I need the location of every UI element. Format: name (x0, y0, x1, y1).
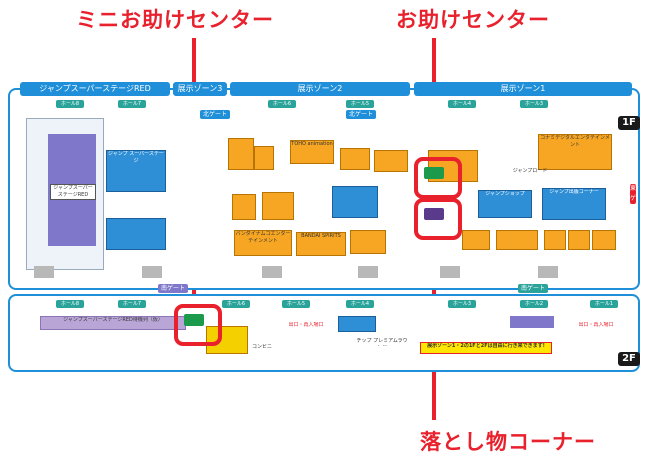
zone-bar-2: 展示ゾーン2 (230, 82, 410, 96)
free-access-notice: 展示ゾーン1・2の1Fと2Fは自由に行き来できます! (420, 342, 552, 354)
shueisha-booth: ジャンプ出版コーナー (542, 188, 606, 220)
stage-red-queue: ジャンプスーパーステージRED待機列（仮） (40, 316, 186, 330)
jump-road-label: ジャンプロード (512, 168, 548, 174)
service-block (34, 266, 54, 278)
blue-booth (332, 186, 378, 218)
hall-label: ホール6 (268, 100, 296, 108)
hall-label: ホール1 (590, 300, 618, 308)
service-block (262, 266, 282, 278)
booth-block (592, 230, 616, 250)
booth-block (496, 230, 538, 250)
premium-lounge: チップ プレミアムラウンジ (356, 338, 408, 346)
booth-block (350, 230, 386, 254)
purple-block-2f (510, 316, 554, 328)
hall-label: ホール5 (282, 300, 310, 308)
stage-red-booth: ジャンプスーパーステージRED (50, 184, 96, 200)
exit-reentry-1: 出口・再入場口 (288, 322, 324, 328)
hall-label: ホール4 (448, 100, 476, 108)
zone-bar-3: 展示ゾーン3 (173, 82, 227, 96)
hall-label: ホール6 (222, 300, 250, 308)
toho-animation-booth: TOHO animation (290, 140, 334, 164)
service-block (142, 266, 162, 278)
booth-block (262, 192, 294, 220)
service-block (358, 266, 378, 278)
exit-reentry-2: 出口・再入場口 (578, 322, 614, 328)
zone-bar-1: 展示ゾーン1 (414, 82, 632, 96)
booth-block (544, 230, 566, 250)
hall-label: ホール2 (520, 300, 548, 308)
help-center-label: お助けセンター (396, 8, 550, 32)
hall-label: ホール3 (520, 100, 548, 108)
help-center-highlight-top (414, 157, 462, 199)
mini-help-center-label: ミニお助けセンター (76, 8, 274, 32)
booth-block (254, 146, 274, 170)
north-gate-left: 北ゲート (200, 110, 231, 119)
booth-block (374, 150, 408, 172)
lost-and-found-icon (424, 208, 444, 220)
hall-label: ホール8 (56, 100, 84, 108)
lost-and-found-highlight (414, 198, 462, 240)
venue-map: ジャンプスーパーステージRED 展示ゾーン3 展示ゾーン2 展示ゾーン1 ホール… (8, 80, 642, 372)
mini-help-center-icon (184, 314, 204, 326)
booth-block (340, 148, 370, 170)
help-center-icon (424, 167, 444, 179)
hall-label: ホール5 (346, 100, 374, 108)
floor-2f: ホール8 ホール7 ホール6 ホール5 ホール4 ホール3 ホール2 ホール1 … (8, 294, 640, 372)
konami-booth: コナミデジタルエンタテインメント (538, 134, 612, 170)
booth-block (228, 138, 254, 170)
service-block (440, 266, 460, 278)
floor-label-1f: 1F (618, 116, 640, 130)
hall-label: ホール7 (118, 100, 146, 108)
east-gate: 東ゲート (630, 184, 637, 222)
north-gate-mid: 北ゲート (346, 110, 377, 119)
bandai-spirits-booth: BANDAI SPIRITS (296, 232, 346, 256)
zone-bar-stage-red: ジャンプスーパーステージRED (20, 82, 170, 96)
booth-block (232, 194, 256, 220)
booth-block (462, 230, 490, 250)
jump-super-stage-ace: ジャンプ スーパーステージ (106, 150, 166, 192)
bandai-namco-booth: バンダイナムコエンターテインメント (234, 230, 292, 256)
mini-help-center-highlight (174, 304, 222, 346)
floor-1f: ジャンプスーパーステージRED 展示ゾーン3 展示ゾーン2 展示ゾーン1 ホール… (8, 82, 640, 293)
jump-shop-booth: ジャンプショップ (478, 190, 532, 218)
service-block (538, 266, 558, 278)
blue-booth-2f (338, 316, 376, 332)
convenience-store: コンビニ (251, 344, 272, 350)
hall-label: ホール4 (346, 300, 374, 308)
floor-label-2f: 2F (618, 352, 640, 366)
hall-label: ホール8 (56, 300, 84, 308)
hall-label: ホール3 (448, 300, 476, 308)
south-gate-left: 南ゲート (158, 284, 189, 293)
hall-label: ホール7 (118, 300, 146, 308)
lost-and-found-label: 落とし物コーナー (420, 430, 596, 454)
booth-block (568, 230, 590, 250)
jump-super-stage-booth (106, 218, 166, 250)
south-gate-right: 南ゲート (518, 284, 549, 293)
